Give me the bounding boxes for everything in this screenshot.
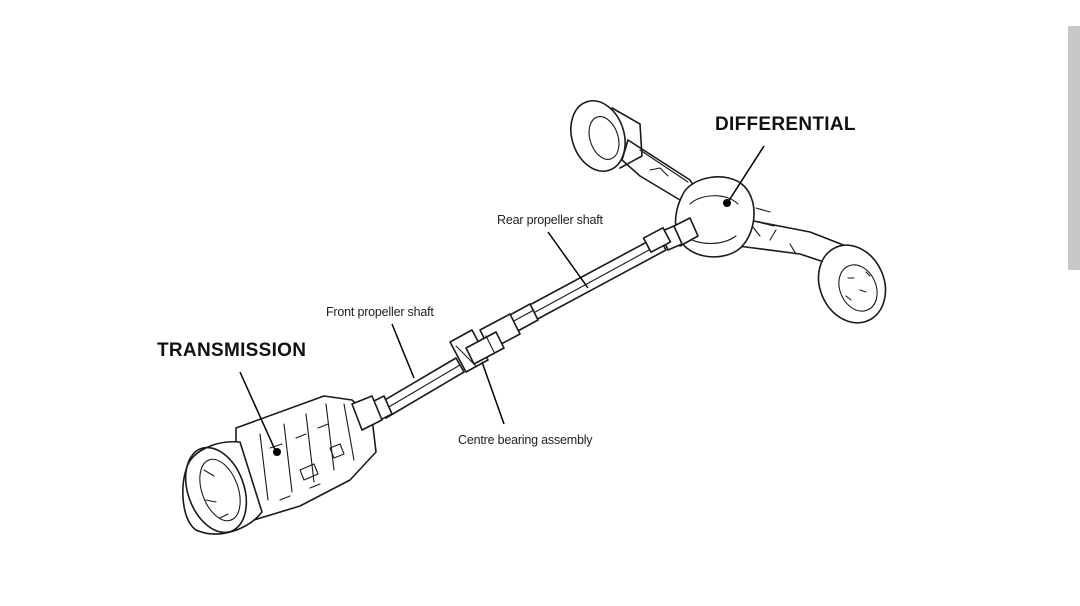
rear-shaft-leader xyxy=(547,231,589,289)
differential-pointer-dot xyxy=(723,199,731,207)
transmission-label: TRANSMISSION xyxy=(157,340,307,361)
transmission-body xyxy=(182,395,383,535)
left-wheel-hub xyxy=(570,100,643,172)
front-shaft-leader xyxy=(391,323,415,379)
centre-bearing-leader xyxy=(481,361,505,425)
bell-housing xyxy=(182,441,263,535)
rear-axle-assembly xyxy=(570,100,887,324)
centre-bearing xyxy=(449,313,521,373)
front-propeller-shaft-label: Front propeller shaft xyxy=(326,305,434,319)
rear-propeller-shaft xyxy=(507,226,672,333)
rear-propeller-shaft-label: Rear propeller shaft xyxy=(497,213,603,227)
front-propeller-shaft xyxy=(367,357,465,423)
differential-label: DIFFERENTIAL xyxy=(715,114,856,135)
scrollbar[interactable] xyxy=(1068,26,1080,270)
right-wheel-hub xyxy=(817,244,887,324)
centre-bearing-assembly-label: Centre bearing assembly xyxy=(458,433,593,447)
transmission-pointer-dot xyxy=(273,448,281,456)
transmission-leader xyxy=(239,371,277,453)
leader-lines xyxy=(239,145,765,456)
differential-leader xyxy=(727,145,765,203)
